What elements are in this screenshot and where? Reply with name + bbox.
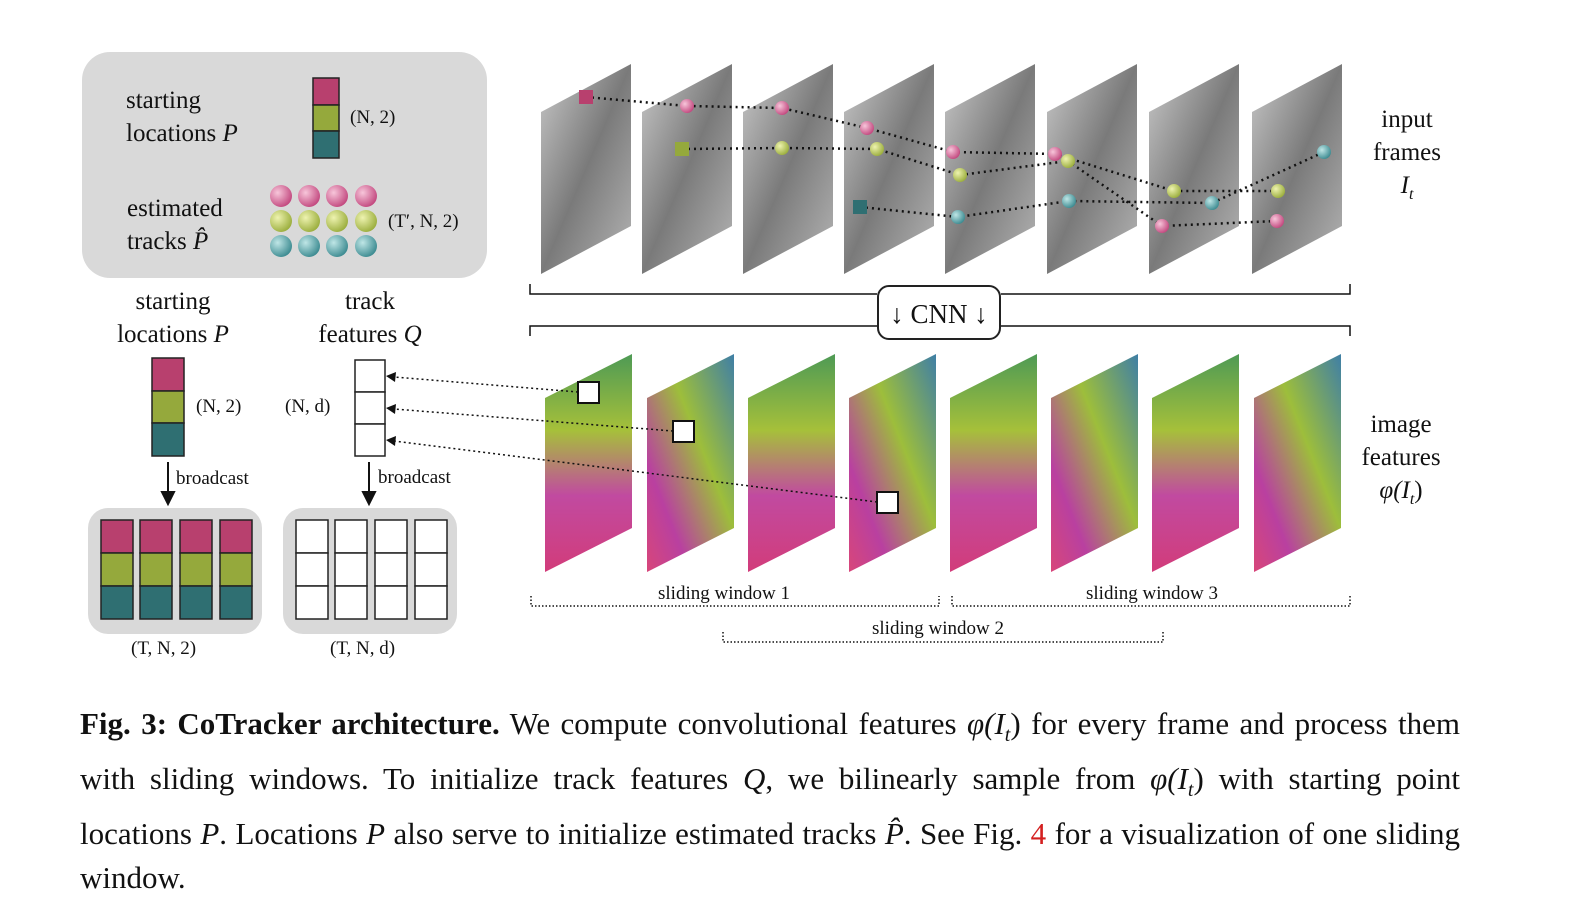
output-shape-positions: (T, N, 2)	[131, 638, 197, 659]
broadcast-label-positions: broadcast	[176, 468, 249, 489]
caption-text: . See Fig.	[903, 816, 1023, 852]
caption-title: CoTracker architecture.	[177, 706, 500, 741]
legend-starting-label: starting locations P	[126, 87, 238, 147]
track-shape-label: (N, d)	[285, 396, 331, 417]
feature-frames	[545, 354, 1341, 572]
feature-frame-6	[1051, 354, 1138, 572]
track-features-label: track features Q	[318, 288, 422, 348]
caption-math: φ(I	[966, 706, 1005, 741]
caption-text: with starting point locations	[80, 761, 1461, 852]
track-features-stack	[354, 359, 386, 457]
caption-text: We compute convolutional features	[509, 706, 957, 741]
legend-estimated-shape: (T′, N, 2)	[388, 211, 459, 232]
starting-locations-label: starting locations P	[117, 288, 229, 348]
starting-locations-stack	[151, 357, 185, 457]
input-frames	[541, 64, 1342, 274]
figure-caption: Fig. 3: CoTracker architecture. We compu…	[80, 702, 1460, 900]
caption-math: P	[200, 816, 220, 852]
cnn-braces	[529, 284, 1351, 336]
sliding-window-brackets	[530, 596, 1351, 643]
caption-math-sub: t	[1187, 779, 1194, 802]
caption-text: also serve to initialize estimated track…	[393, 816, 877, 852]
sampling-arrows	[393, 376, 878, 503]
broadcast-features-panel	[283, 508, 457, 634]
caption-math: Q	[743, 761, 766, 797]
input-frame-6	[1047, 64, 1137, 274]
down-arrow-icon: ↓	[890, 299, 904, 329]
broadcast-arrows	[160, 462, 377, 507]
cnn-block: ↓ CNN ↓	[877, 285, 1001, 340]
input-frame-4	[844, 64, 934, 274]
feature-frame-2	[647, 354, 734, 572]
output-shape-features: (T, N, d)	[330, 638, 396, 659]
down-arrow-icon: ↓	[974, 299, 988, 329]
legend-estimated-label: estimated tracks P̂	[127, 195, 223, 255]
caption-text: . Locations	[219, 816, 358, 852]
feature-frame-8	[1254, 354, 1341, 572]
figure-reference-link[interactable]: 4	[1030, 816, 1047, 852]
input-frame-8	[1252, 64, 1342, 274]
caption-math: φ(I	[1150, 761, 1188, 797]
cnn-label: CNN	[910, 299, 968, 329]
caption-fig-label: Fig. 3:	[80, 706, 168, 741]
broadcast-label-features: broadcast	[378, 467, 451, 488]
feature-frame-5	[950, 354, 1037, 572]
architecture-figure: starting locations P (N, 2) estimated tr…	[82, 52, 1442, 659]
feature-frame-7	[1152, 354, 1239, 572]
broadcast-positions-panel	[88, 508, 262, 634]
track-points	[579, 90, 1331, 233]
input-frame-1	[541, 64, 631, 274]
legend-starting-shape: (N, 2)	[350, 107, 396, 128]
feature-frame-3	[748, 354, 835, 572]
sliding-window-3-label: sliding window 3	[1086, 583, 1218, 604]
legend-estimated-balls	[270, 185, 377, 257]
sliding-window-1-label: sliding window 1	[658, 583, 790, 604]
caption-math-sub: t	[1004, 724, 1011, 747]
feature-frame-1	[545, 354, 632, 572]
figure-graphics	[88, 64, 1351, 643]
input-frame-2	[642, 64, 732, 274]
caption-text: for every frame and process them with sl…	[80, 706, 1460, 797]
sliding-window-2-label: sliding window 2	[872, 618, 1004, 639]
sample-squares	[577, 381, 899, 514]
legend-starting-stack	[312, 77, 340, 159]
input-frame-5	[945, 64, 1035, 274]
starting-shape-label: (N, 2)	[196, 396, 242, 417]
caption-math-close: )	[1010, 706, 1021, 741]
input-frame-3	[743, 64, 833, 274]
input-frames-label: input frames It	[1372, 106, 1442, 203]
image-features-label: image features φ(It)	[1361, 411, 1441, 508]
caption-math-close: )	[1193, 761, 1204, 797]
sampling-arrowheads	[386, 372, 396, 446]
input-frame-7	[1149, 64, 1239, 274]
caption-math: P	[366, 816, 386, 852]
caption-math: P̂	[884, 816, 904, 852]
caption-text: for a visualization of one sliding windo…	[80, 816, 1461, 896]
feature-frame-4	[849, 354, 936, 572]
caption-text: , we bilinearly sample from	[765, 761, 1136, 797]
